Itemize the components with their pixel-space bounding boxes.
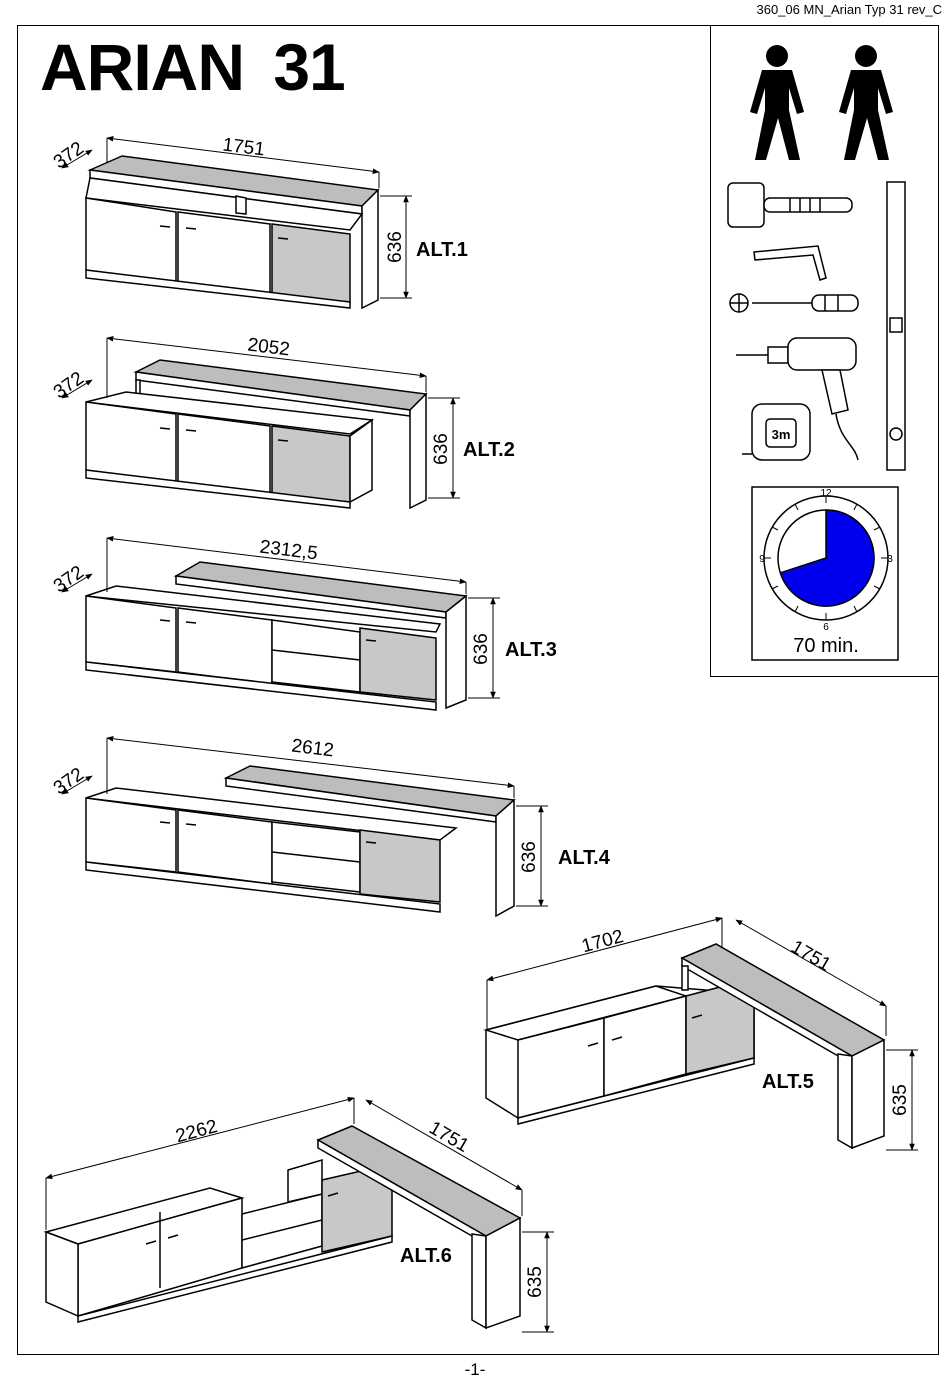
assembly-time-clock: 12 3 6 9 70 min.: [751, 486, 899, 661]
person-icon: [750, 45, 804, 160]
alt2-label: ALT.2: [463, 439, 515, 461]
assembly-time-label: 70 min.: [793, 635, 859, 657]
spirit-level-icon: [886, 181, 906, 471]
variant-alt-5: [483, 916, 918, 1151]
alt3-depth: 372: [50, 562, 88, 597]
alt4-width: 2612: [290, 736, 335, 762]
alt5-label: ALT.5: [762, 1071, 814, 1093]
alt3-label: ALT.3: [505, 639, 557, 661]
variant-alt-3: [61, 535, 500, 711]
allen-key-icon: [753, 245, 827, 281]
power-drill-icon: [736, 337, 859, 461]
clock-ticks: [764, 496, 888, 620]
alt6-height: 635: [525, 1266, 546, 1298]
alt1-depth: 372: [50, 138, 88, 173]
variant-alt-4: [61, 735, 548, 918]
time-sector: [779, 509, 875, 607]
tape-label: 3m: [772, 427, 791, 442]
variant-alt-1: [61, 136, 412, 310]
alt1-label: ALT.1: [416, 239, 468, 261]
alt4-depth: 372: [50, 764, 88, 799]
clock-label-9: 9: [759, 554, 765, 565]
alt6-width: 2262: [173, 1116, 219, 1147]
alt1-width: 1751: [221, 135, 266, 161]
page-frame: [17, 25, 939, 1355]
tape-measure-icon: 3m: [742, 403, 811, 461]
alt4-label: ALT.4: [558, 847, 611, 869]
product-title: ARIAN 31: [40, 30, 346, 104]
phillips-screwdriver-icon: [729, 293, 859, 313]
alt2-depth: 372: [50, 368, 88, 403]
alt5-height: 635: [890, 1084, 911, 1116]
tools-icons: 3m: [727, 45, 906, 471]
alt3-width: 2312,5: [259, 537, 319, 565]
clock-label-6: 6: [823, 622, 829, 633]
alt6-label: ALT.6: [400, 1245, 452, 1267]
alt1-height: 636: [385, 231, 406, 263]
clock-label-12: 12: [820, 488, 832, 499]
alt5-top-length: 1751: [787, 937, 834, 976]
alt5-width: 1702: [579, 926, 625, 957]
alt2-width: 2052: [246, 335, 291, 361]
alt6-top-length: 1751: [425, 1118, 472, 1157]
alt2-height: 636: [431, 433, 452, 465]
variant-alt-2: [61, 335, 460, 510]
rubber-mallet-icon: [727, 182, 853, 228]
clock-label-3: 3: [887, 554, 893, 565]
page-number: -1-: [464, 1360, 486, 1379]
person-icon: [839, 45, 893, 160]
tools-panel: [710, 25, 939, 677]
alt4-height: 636: [519, 841, 540, 873]
document-code: 360_06 MN_Arian Typ 31 rev_C: [756, 2, 942, 17]
variant-alt-6: [43, 1096, 554, 1333]
alt3-height: 636: [471, 633, 492, 665]
